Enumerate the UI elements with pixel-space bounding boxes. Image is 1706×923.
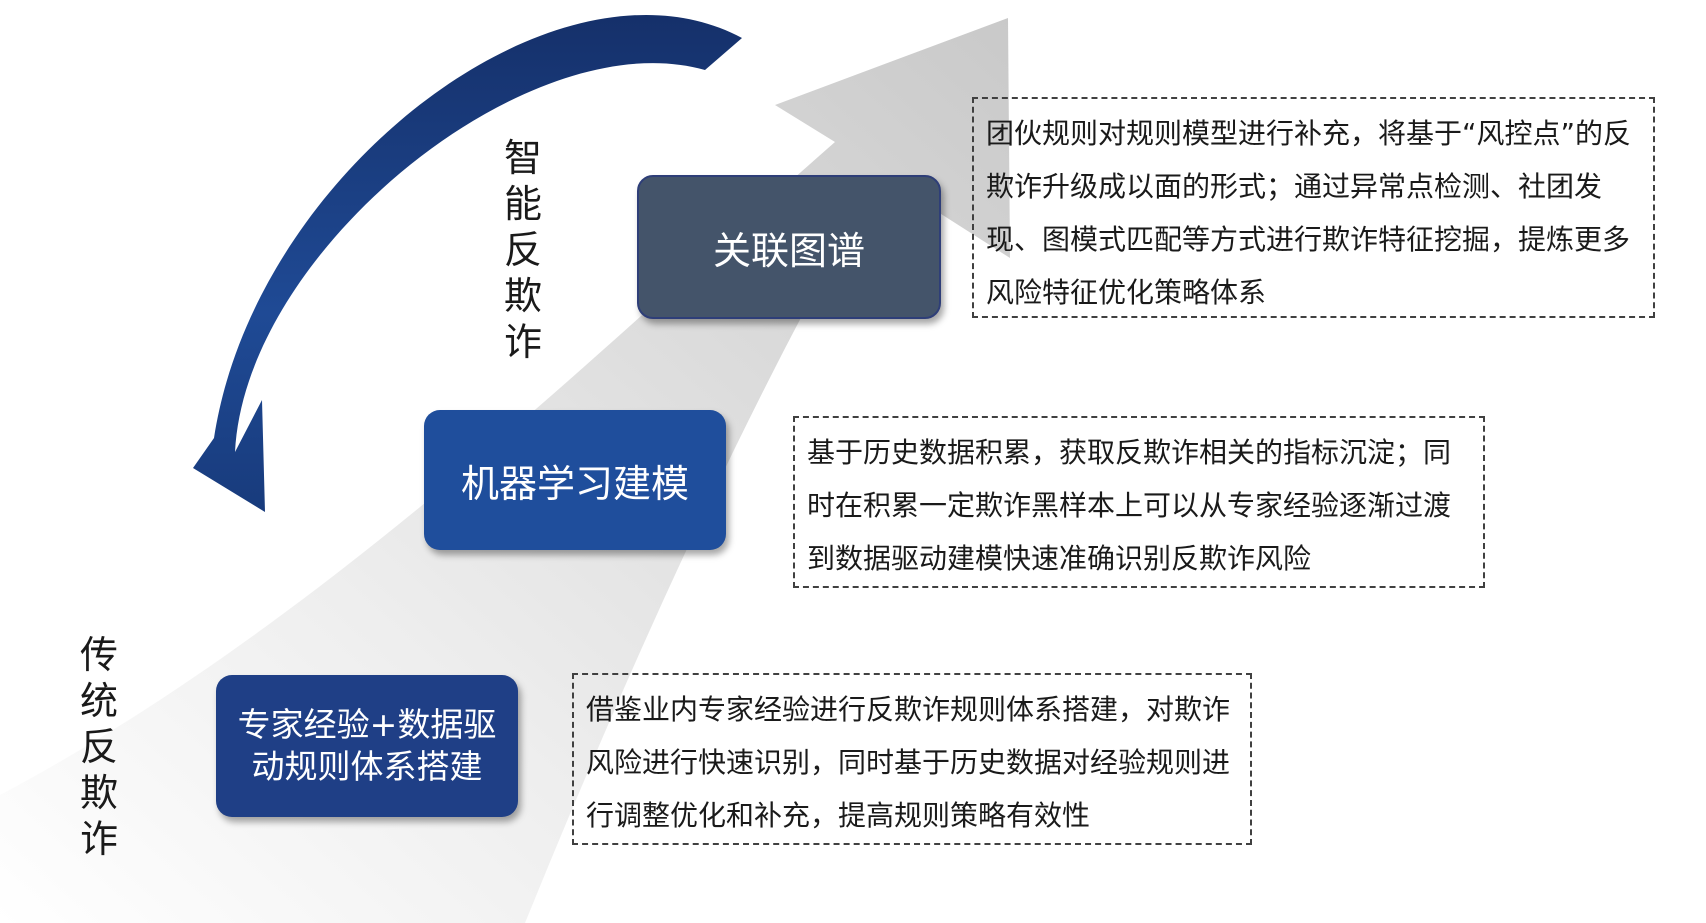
ml-stage-label: 机器学习建模	[460, 461, 689, 506]
intelligent-antifraud-label: 智能反欺诈	[503, 136, 542, 364]
traditional-antifraud-label: 传统反欺诈	[79, 633, 118, 861]
ml-description-box: 基于历史数据积累，获取反欺诈相关的指标沉淀；同时在积累一定欺诈黑样本上可以从专家…	[793, 416, 1485, 588]
expert-stage-box[interactable]: 专家经验+数据驱动规则体系搭建	[216, 675, 518, 817]
ml-stage-box[interactable]: 机器学习建模	[424, 410, 726, 550]
expert-stage-label: 专家经验+数据驱动规则体系搭建	[237, 705, 497, 786]
graph-stage-box[interactable]: 关联图谱	[637, 175, 941, 319]
curved-arrow	[193, 14, 742, 513]
graph-description-box: 团伙规则对规则模型进行补充，将基于“风控点”的反欺诈升级成以面的形式；通过异常点…	[972, 97, 1655, 318]
graph-stage-label: 关联图谱	[712, 228, 865, 273]
expert-description-box: 借鉴业内专家经验进行反欺诈规则体系搭建，对欺诈风险进行快速识别，同时基于历史数据…	[572, 673, 1252, 845]
